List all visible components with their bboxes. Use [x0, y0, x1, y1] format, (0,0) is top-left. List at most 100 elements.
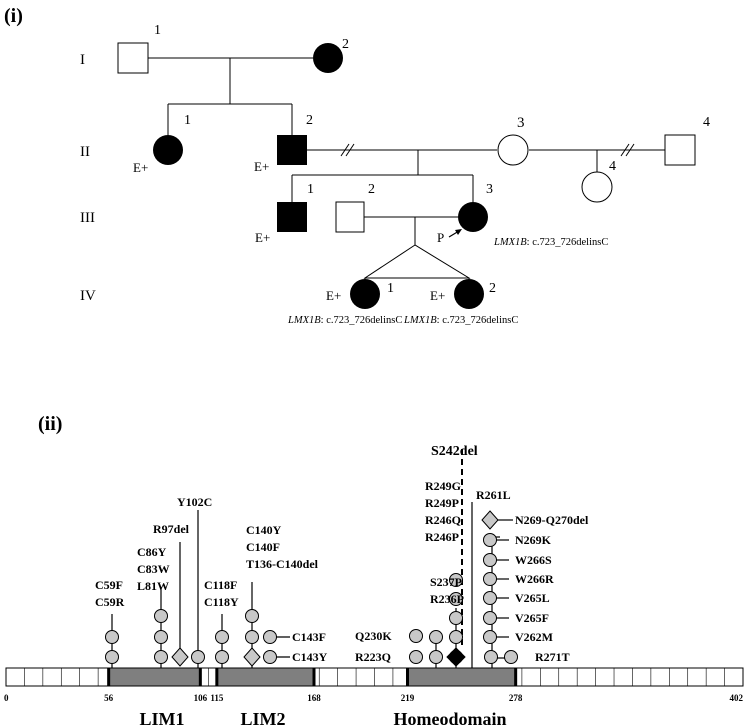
variant-label: C59F: [95, 578, 123, 592]
individual-III-2-square: [335, 201, 365, 233]
domain-homeodomain: [407, 667, 517, 687]
individual-I-1-square: [117, 42, 149, 74]
variant-label: R249P: [425, 496, 459, 510]
variant-circle: [409, 629, 423, 643]
protein-bar: [5, 667, 744, 687]
variant-circle: [483, 591, 497, 605]
individual-I-2-circle: [313, 43, 343, 73]
generation-label-II: II: [80, 144, 90, 160]
variant-label: R249G: [425, 479, 461, 493]
variant-label: R246Q: [425, 513, 461, 527]
variant-label: C143F: [292, 630, 326, 644]
axis-tick-label: 219: [401, 693, 415, 703]
variant-label: R236P: [430, 592, 464, 606]
variant-circle: [483, 572, 497, 586]
variant-diamond: [481, 510, 499, 530]
variant-circle: [504, 650, 518, 664]
domain-boundary: [215, 668, 219, 686]
variant-circle: [105, 650, 119, 664]
variant-circle: [154, 650, 168, 664]
variant-circle: [215, 630, 229, 644]
variant-label: W266R: [515, 572, 554, 586]
variant-diamond: [243, 647, 261, 667]
individual-III-1-square: [277, 202, 307, 232]
variant-circle: [154, 630, 168, 644]
individual-number: 2: [342, 37, 349, 52]
highlight-variant-label: S242del: [431, 444, 478, 459]
axis-tick-label: 56: [104, 693, 114, 703]
variant-circle: [191, 650, 205, 664]
variant-label: R246P: [425, 530, 459, 544]
s242del-diamond: [446, 647, 466, 667]
individual-II-2-square: [277, 135, 307, 165]
variant-label: Q230K: [355, 629, 392, 643]
individual-number: 1: [154, 23, 161, 38]
genotype-badge: E+: [254, 159, 269, 174]
variant-circle: [429, 650, 443, 664]
proband-arrow-head: [455, 229, 462, 235]
domain-name-homeodomain: Homeodomain: [393, 709, 506, 728]
axis-tick-label: 278: [509, 693, 523, 703]
individual-number: 4: [609, 159, 616, 174]
domain-boundary: [406, 668, 409, 686]
individual-II-child4-circle: [581, 171, 613, 203]
variant-label: R223Q: [355, 650, 391, 664]
domain-boundary: [198, 668, 202, 686]
domain-name-lim2: LIM2: [241, 709, 286, 728]
axis-tick-label: 0: [4, 693, 9, 703]
variant-markers: [105, 510, 518, 667]
variant-label: V262M: [515, 630, 553, 644]
axis-tick-label: 168: [307, 693, 321, 703]
variant-circle: [263, 650, 277, 664]
individual-II-1-circle: [153, 135, 183, 165]
pedigree-lines: [148, 57, 665, 280]
individual-number: 1: [387, 281, 394, 296]
variant-circle: [429, 630, 443, 644]
variant-label: S237P: [430, 575, 462, 589]
variant-circle: [245, 630, 259, 644]
variant-labels: C59F C59R C86Y C83W L81W R97del Y102C C1…: [95, 479, 589, 664]
variant-circle: [483, 630, 497, 644]
individual-IV-1-circle: [350, 279, 380, 309]
variant-label: C140Y: [246, 523, 282, 537]
variant-label: C118Y: [204, 595, 239, 609]
variant-label: T136-C140del: [246, 557, 319, 571]
variant-label: C83W: [137, 562, 170, 576]
variant-circle: [449, 630, 463, 644]
individual-number: 3: [486, 182, 493, 197]
panel-label-ii: (ii): [38, 413, 62, 435]
variant-label: R261L: [476, 488, 511, 502]
variant-label: C86Y: [137, 545, 167, 559]
individual-number: 3: [517, 115, 525, 131]
axis-tick-label: 106: [194, 693, 208, 703]
proband-label: P: [437, 230, 444, 245]
generation-label-I: I: [80, 52, 85, 68]
variant-circle: [409, 650, 423, 664]
generation-label-III: III: [80, 210, 95, 226]
individual-IV-2-circle: [454, 279, 484, 309]
domain-boundary: [514, 668, 518, 686]
variant-circle: [449, 592, 463, 606]
individual-II-3-circle: [497, 134, 529, 166]
variant-label: R271T: [535, 650, 570, 664]
variant-circle: [484, 650, 498, 664]
individual-number: 4: [703, 115, 710, 130]
variant-diamond: [171, 647, 189, 667]
variant-circle: [154, 609, 168, 623]
pedigree-panel: (i) I II III IV: [4, 5, 710, 326]
twin-connector: [363, 244, 471, 279]
variant-annotation-IV-1: LMX1B: c.723_726delinsC: [287, 315, 402, 326]
individual-number: 2: [306, 113, 313, 128]
genotype-badge: E+: [430, 288, 445, 303]
variant-circle: [449, 573, 463, 587]
separation-mark: [340, 143, 350, 157]
domain-boundary: [312, 668, 316, 686]
domain-name-lim1: LIM1: [140, 709, 185, 728]
variant-label: C140F: [246, 540, 280, 554]
variant-circle: [245, 609, 259, 623]
variant-label: L81W: [137, 579, 169, 593]
genotype-badge: E+: [133, 160, 148, 175]
